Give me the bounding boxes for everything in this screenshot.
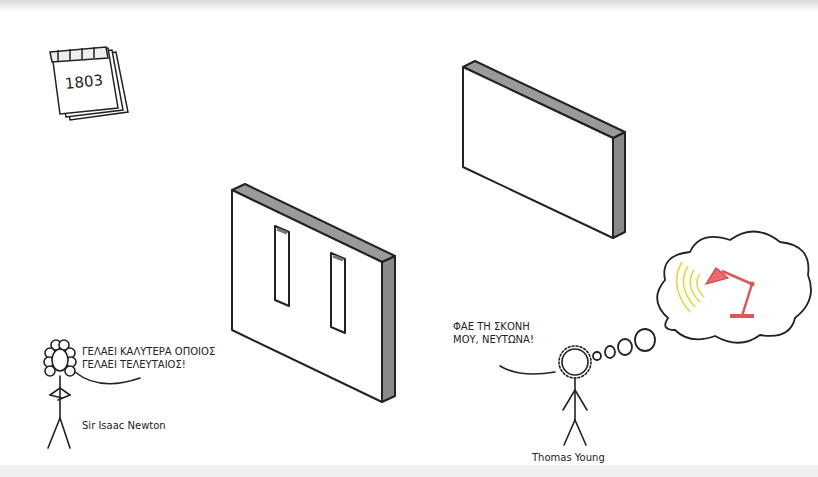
screen-wall — [463, 61, 625, 238]
young-figure — [500, 346, 591, 445]
speech-text: ΓΕΛΑΕΙ ΚΑΛΥΤΕΡΑ ΟΠΟΙΟΣ ΓΕΛΑΕΙ ΤΕΛΕΥΤΑΙΟΣ… — [82, 346, 232, 371]
slit-wall — [232, 184, 395, 402]
name-label: Thomas Young — [532, 452, 642, 465]
calendar — [50, 47, 128, 120]
calendar-page: 1803 — [53, 59, 115, 105]
thought-cloud — [593, 231, 811, 360]
bottom-shade — [0, 465, 818, 477]
top-shade — [0, 0, 818, 12]
year-text: 1803 — [54, 70, 114, 94]
speech-text: ΦΑΕ ΤΗ ΣΚΟΝΗ ΜΟΥ, ΝΕΥΤΩΝΑ! — [453, 321, 553, 346]
name-label: Sir Isaac Newton — [82, 420, 202, 433]
lamp — [677, 262, 755, 318]
